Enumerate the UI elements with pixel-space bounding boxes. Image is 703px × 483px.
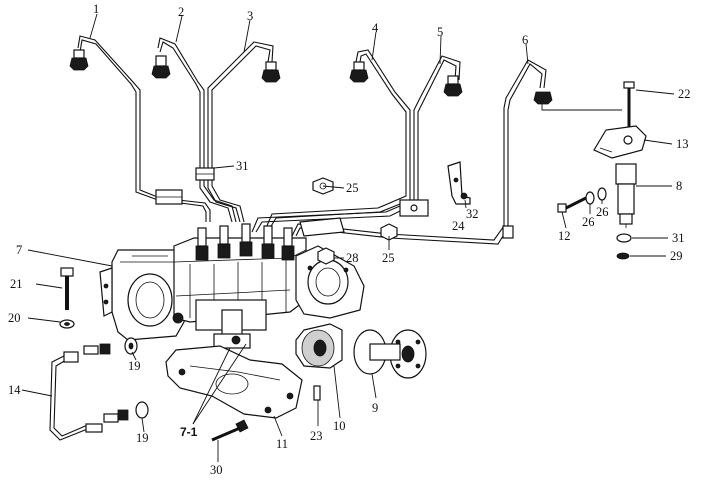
part-labels: 1 2 3 4 5 6 31 25 32 24 25 28 7 21 20 14…	[8, 2, 691, 477]
fuel-pipe-4	[265, 49, 411, 229]
drive-flange-9	[353, 329, 427, 379]
fuel-pipe-14	[49, 343, 129, 441]
banjo-bolt-19-upper	[124, 337, 138, 355]
pump-bracket-11	[165, 345, 303, 419]
washer-20	[59, 319, 75, 329]
pipe-6-nut	[533, 91, 553, 105]
label-28: 28	[346, 251, 359, 265]
label-21: 21	[10, 277, 23, 291]
pipe-4-nut	[349, 61, 369, 83]
label-3: 3	[247, 9, 253, 23]
label-22: 22	[678, 87, 691, 101]
bracket-24	[447, 161, 471, 205]
bolt-30	[211, 419, 249, 442]
label-5: 5	[437, 25, 443, 39]
label-31-pipe-clamp: 31	[236, 159, 249, 173]
nut-28	[317, 247, 335, 265]
label-14: 14	[8, 383, 21, 397]
label-7: 7	[16, 243, 22, 257]
pipe-clamp-right	[399, 199, 429, 217]
label-24: 24	[452, 219, 465, 233]
label-25-top: 25	[346, 181, 359, 195]
pipe-6-sleeve	[502, 225, 514, 239]
label-25-lower: 25	[382, 251, 395, 265]
coupling-10	[295, 323, 343, 369]
label-23: 23	[310, 429, 323, 443]
pipe-clamp-31	[195, 167, 215, 181]
nut-25-lower	[380, 223, 398, 241]
fuel-pipe-5	[251, 55, 463, 233]
label-26-b: 26	[596, 205, 609, 219]
label-30: 30	[210, 463, 223, 477]
washer-31-injector	[616, 233, 632, 243]
label-32: 32	[466, 207, 479, 221]
label-2: 2	[178, 5, 184, 19]
label-1: 1	[93, 2, 99, 16]
leader-lines	[21, 13, 675, 462]
pipe-clamp-center	[299, 217, 345, 237]
injection-pump-body	[99, 223, 365, 349]
washer-29	[616, 252, 630, 260]
label-19-lower: 19	[136, 431, 149, 445]
bolt-23	[313, 385, 321, 401]
label-8: 8	[676, 179, 682, 193]
label-19-upper: 19	[128, 359, 141, 373]
fuel-pipe-1	[69, 35, 211, 222]
label-11: 11	[276, 437, 288, 451]
fuel-pipe-3	[207, 41, 281, 223]
label-12: 12	[558, 229, 571, 243]
pipe-2-nut	[151, 55, 171, 79]
label-13: 13	[676, 137, 689, 151]
label-26-a: 26	[582, 215, 595, 229]
pipe-clamp-lower	[155, 189, 183, 205]
bolt-22	[623, 81, 635, 128]
label-20: 20	[8, 311, 21, 325]
pipe-5-nut	[443, 75, 463, 97]
fuel-pipe-2	[151, 37, 237, 223]
label-9: 9	[372, 401, 378, 415]
pipe-1-nut	[69, 49, 89, 71]
label-31-injector: 31	[672, 231, 685, 245]
bolt-12	[557, 196, 587, 213]
label-6: 6	[522, 33, 528, 47]
label-10: 10	[333, 419, 346, 433]
banjo-bolt-19-lower	[135, 401, 149, 419]
injector-clamp-13	[593, 125, 647, 159]
label-29: 29	[670, 249, 683, 263]
washer-26-b	[597, 187, 607, 201]
label-7-1: 7-1	[180, 425, 198, 439]
delivery-valve-holders	[195, 223, 295, 261]
bolt-32	[460, 192, 468, 200]
injector-8	[615, 163, 637, 228]
label-4: 4	[372, 21, 379, 35]
bolt-21	[60, 267, 74, 310]
pipe-3-nut	[261, 61, 281, 83]
washer-26-a	[585, 191, 595, 205]
